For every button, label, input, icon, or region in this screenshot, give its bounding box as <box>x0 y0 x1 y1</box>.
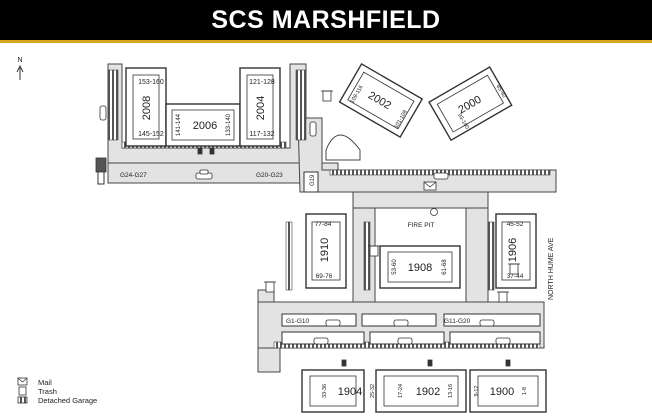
island <box>325 134 361 161</box>
building-2000 <box>428 66 513 142</box>
garage-label-g11-g20: G11-G20 <box>444 318 471 325</box>
car-icon <box>433 172 449 180</box>
units-2006-right: 133-140 <box>226 113 232 136</box>
building-2006 <box>165 103 241 147</box>
legend-garage-icon <box>17 396 28 404</box>
dumpster-icon <box>95 157 107 173</box>
header-accent-line <box>0 40 652 43</box>
north-label: N <box>17 57 22 64</box>
units-2008-bottom: 145-152 <box>138 131 164 138</box>
car-icon <box>309 121 317 137</box>
car-icon <box>313 337 329 345</box>
units-1904-left: 33-36 <box>322 384 328 398</box>
units-2008-top: 153-160 <box>138 79 164 86</box>
building-1904 <box>301 369 365 413</box>
car-icon <box>495 337 511 345</box>
building-1908 <box>379 245 461 289</box>
mail-icon <box>423 181 437 191</box>
building-1906 <box>495 213 537 289</box>
building-1904-label: 1904 <box>338 386 362 398</box>
garage-label-g19: G19 <box>310 174 316 186</box>
units-1900-left: 9-12 <box>474 385 480 396</box>
units-1908-left: 53-60 <box>392 259 398 275</box>
building-2004-label: 2004 <box>255 96 267 120</box>
building-1902 <box>375 369 467 413</box>
units-2004-bottom: 117-132 <box>249 131 274 138</box>
building-1900 <box>469 369 547 413</box>
page-title: SCS MARSHFIELD <box>211 6 441 34</box>
entry-marker-icon <box>197 147 203 155</box>
units-1904-right: 25-32 <box>370 384 376 398</box>
trash-icon <box>508 263 520 275</box>
units-2006-left: 141-144 <box>176 113 182 136</box>
building-1908-label: 1908 <box>408 262 432 274</box>
building-1900-label: 1900 <box>490 386 514 398</box>
units-1902-left: 17-24 <box>398 384 404 398</box>
entry-marker-icon <box>427 359 433 367</box>
building-2006-label: 2006 <box>193 120 217 132</box>
trash-icon <box>321 90 333 102</box>
legend-trash-label: Trash <box>38 387 57 396</box>
units-1908-right: 61-68 <box>442 259 448 275</box>
legend-trash-icon <box>18 386 27 396</box>
legend: Mail Trash Detached Garage <box>17 377 97 405</box>
buildings <box>125 62 547 413</box>
car-icon <box>479 319 495 327</box>
building-1906-label: 1906 <box>507 238 519 262</box>
units-1910-bottom: 69-76 <box>316 273 333 280</box>
trash-icon <box>264 281 276 293</box>
car-icon <box>397 337 413 345</box>
units-2004-top: 121-128 <box>249 79 275 86</box>
garage-label-g24-g27: G24-G27 <box>120 172 147 179</box>
garage-label-g1-g10: G1-G10 <box>286 318 310 325</box>
legend-mail-icon <box>17 377 28 386</box>
car-icon <box>325 319 341 327</box>
fire-pit-icon <box>430 208 438 216</box>
entry-marker-icon <box>505 359 511 367</box>
trash-icon <box>497 291 509 303</box>
car-icon <box>393 319 409 327</box>
north-arrow-icon <box>16 64 24 80</box>
legend-garage-label: Detached Garage <box>38 396 97 405</box>
street-label: NORTH HUME AVE <box>548 237 555 300</box>
building-1910-label: 1910 <box>319 238 331 262</box>
entry-marker-icon <box>341 359 347 367</box>
garage-labels: G24-G27 G20-G23 G19 G1-G10 G11-G20 FIRE … <box>120 172 555 325</box>
trash-icon <box>368 245 380 257</box>
units-1906-bottom: 37-44 <box>507 273 524 280</box>
building-1910 <box>305 213 347 289</box>
entry-marker-icon <box>209 147 215 155</box>
legend-mail-label: Mail <box>38 378 52 387</box>
units-1902-right: 13-16 <box>448 384 454 398</box>
car-icon <box>195 169 213 180</box>
header-bar <box>0 0 652 40</box>
building-2002 <box>338 62 424 139</box>
building-1902-label: 1902 <box>416 386 440 398</box>
fire-pit-label: FIRE PIT <box>408 222 435 229</box>
units-1906-top: 45-52 <box>507 221 524 228</box>
units-1900-right: 1-8 <box>522 387 528 395</box>
building-2008-label: 2008 <box>141 96 153 120</box>
garage-label-g20-g23: G20-G23 <box>256 172 283 179</box>
units-1910-top: 77-84 <box>315 221 332 228</box>
car-icon <box>99 105 107 121</box>
